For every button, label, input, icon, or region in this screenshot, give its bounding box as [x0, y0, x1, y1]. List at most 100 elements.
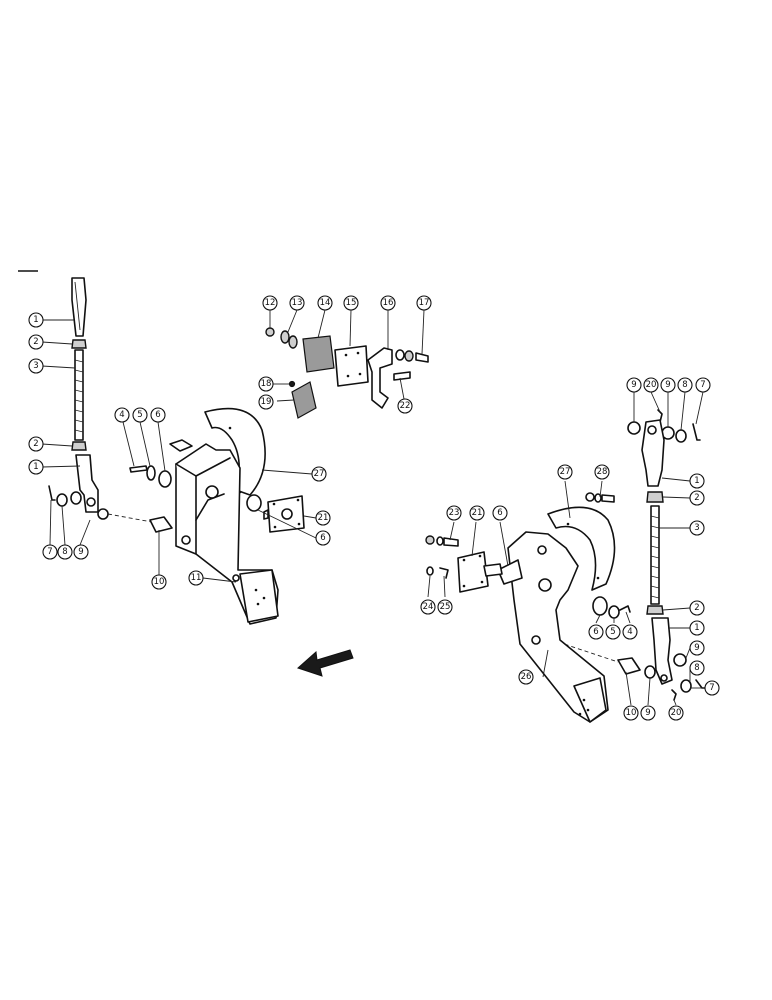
bush-left-6b [246, 494, 262, 512]
callout-18: 18 [258, 376, 274, 392]
svg-text:1: 1 [33, 315, 38, 325]
svg-text:2: 2 [694, 493, 699, 503]
svg-text:23: 23 [449, 508, 460, 518]
svg-text:25: 25 [440, 602, 451, 612]
callout-14: 14 [317, 295, 333, 311]
bush-right-8 [497, 559, 523, 585]
washer-right-9c [673, 653, 687, 667]
callout-9: 9 [73, 544, 89, 560]
svg-text:15: 15 [346, 298, 357, 308]
svg-text:7: 7 [47, 547, 52, 557]
callout-2: 2 [689, 600, 705, 616]
callout-8: 8 [689, 660, 705, 676]
svg-text:9: 9 [631, 380, 636, 390]
svg-text:5: 5 [610, 627, 615, 637]
callout-3: 3 [28, 358, 44, 374]
callout-25: 25 [437, 599, 453, 615]
nut-right-upper [646, 491, 664, 503]
washer-right-24 [426, 566, 434, 576]
callout-6: 6 [492, 505, 508, 521]
callout-23: 23 [446, 505, 462, 521]
svg-text:17: 17 [419, 298, 430, 308]
callout-1: 1 [28, 459, 44, 475]
callout-12: 12 [262, 295, 278, 311]
svg-text:6: 6 [320, 533, 325, 543]
svg-text:1: 1 [694, 476, 699, 486]
quadrant-left [204, 407, 266, 496]
svg-text:3: 3 [33, 361, 38, 371]
callout-21: 21 [469, 505, 485, 521]
callout-24: 24 [420, 599, 436, 615]
split-pin-right-20b [671, 689, 677, 701]
svg-text:6: 6 [593, 627, 598, 637]
svg-text:7: 7 [709, 683, 714, 693]
svg-text:1: 1 [694, 623, 699, 633]
svg-text:6: 6 [155, 410, 160, 420]
svg-text:4: 4 [627, 627, 632, 637]
split-pin-right-7a [692, 423, 701, 441]
bracket-plate-right [457, 551, 489, 593]
clevis-upper-right [641, 419, 665, 487]
svg-text:9: 9 [78, 547, 83, 557]
split-pin-left [48, 485, 56, 501]
pedal-arm-right [507, 531, 609, 723]
callout-1: 1 [28, 312, 44, 328]
bolt-right-25 [439, 567, 449, 579]
washer-16a [395, 349, 405, 361]
bush-left-6 [158, 470, 172, 488]
svg-text:12: 12 [265, 298, 276, 308]
svg-text:8: 8 [62, 547, 67, 557]
nut-left-lower [71, 441, 87, 451]
nut-left-upper [71, 339, 87, 349]
callout-1: 1 [689, 473, 705, 489]
callout-7: 7 [42, 544, 58, 560]
rod-end-lower-right [651, 617, 673, 685]
svg-text:28: 28 [597, 467, 608, 477]
svg-text:8: 8 [682, 380, 687, 390]
bolt-17 [415, 352, 429, 363]
nut-16b [404, 350, 414, 362]
washer-right-8b [680, 679, 692, 693]
callout-3: 3 [689, 520, 705, 536]
svg-text:27: 27 [560, 467, 571, 477]
callout-9: 9 [689, 640, 705, 656]
svg-text:21: 21 [472, 508, 483, 518]
svg-text:26: 26 [521, 672, 532, 682]
pin-right-10 [617, 657, 641, 675]
pivot-hole-left [205, 485, 219, 499]
callout-9: 9 [660, 377, 676, 393]
callout-6: 6 [150, 407, 166, 423]
pin-left-4 [129, 465, 148, 473]
callout-1: 1 [689, 620, 705, 636]
callout-22: 22 [397, 398, 413, 414]
svg-text:20: 20 [671, 708, 682, 718]
svg-text:13: 13 [292, 298, 303, 308]
callout-7: 7 [695, 377, 711, 393]
washer-13a [280, 330, 290, 344]
svg-text:5: 5 [137, 410, 142, 420]
washer-right-5 [608, 605, 620, 619]
svg-text:19: 19 [261, 397, 272, 407]
callout-6: 6 [315, 530, 331, 546]
threaded-rod-right [650, 505, 660, 605]
washer-left-9b [97, 508, 109, 520]
right-assembly [425, 409, 709, 723]
callout-10: 10 [623, 705, 639, 721]
svg-text:21: 21 [318, 513, 329, 523]
svg-text:27: 27 [314, 469, 325, 479]
arrow-icon [297, 649, 354, 677]
washer-right-9a [627, 421, 641, 435]
callout-19: 19 [258, 394, 274, 410]
pedal-plate-15 [334, 345, 369, 387]
spindle-left [169, 439, 193, 452]
svg-text:9: 9 [694, 643, 699, 653]
callout-10: 10 [151, 574, 167, 590]
bracket-16 [367, 347, 393, 409]
nut-right-lower [646, 605, 664, 615]
bush-right-6 [592, 596, 608, 616]
svg-text:10: 10 [154, 577, 165, 587]
svg-text:10: 10 [626, 708, 637, 718]
svg-text:3: 3 [694, 523, 699, 533]
nut-12 [265, 327, 275, 337]
